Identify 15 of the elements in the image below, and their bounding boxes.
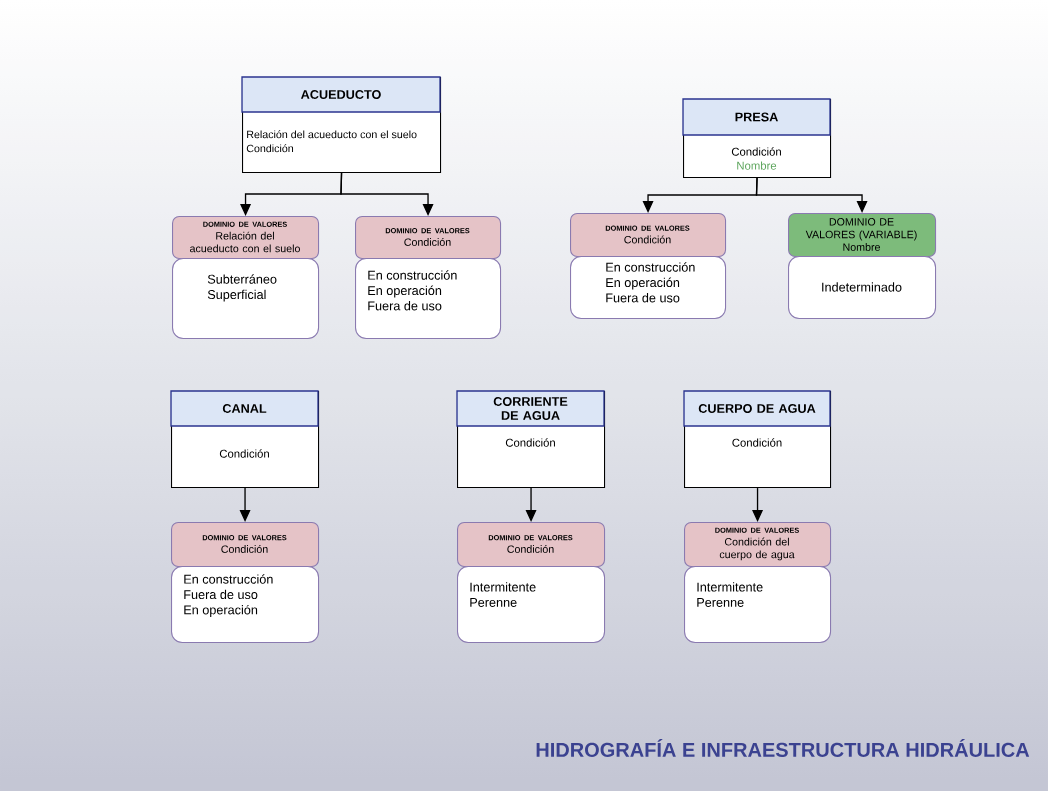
value-list-box: Intermitente Perenne: [684, 566, 832, 644]
value-list-box: Intermitente Perenne: [457, 566, 606, 644]
entity-box: PRESA Condición Nombre: [682, 98, 832, 179]
title: HIDROGRAFÍA E INFRAESTRUCTURA HIDRÁULICA: [536, 739, 1030, 757]
entity-box: CANAL Condición: [170, 390, 320, 489]
value-list-box: En construcción En operación Fuera de uso: [570, 256, 727, 320]
domain-header-box: DOMINIO DE VALORES (VARIABLE) Nombre: [788, 213, 937, 258]
entity-box: CORRIENTE DE AGUA Condición: [456, 390, 606, 489]
value-list-box: Subterráneo Superficial: [172, 258, 320, 340]
value-list-box: En construcción Fuera de uso En operación: [171, 566, 320, 644]
entity-box: ACUEDUCTO Relación del acueducto con el suelo Condición: [241, 76, 442, 174]
arrow: [340, 172, 434, 216]
entity-box: CUERPO DE AGUA Condición: [683, 390, 832, 489]
value-list-box: En construcción En operación Fuera de uso: [355, 258, 502, 340]
value-list-box: Indeterminado: [788, 256, 937, 320]
